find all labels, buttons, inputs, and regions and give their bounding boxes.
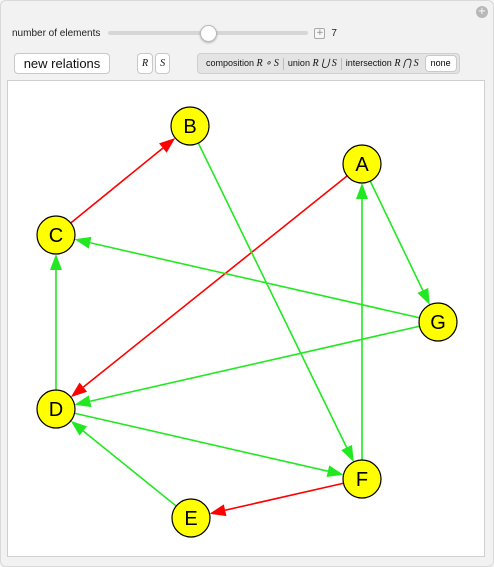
node-D: D	[36, 389, 76, 429]
composition-button[interactable]: composition R ∘ S	[202, 58, 283, 69]
edge-A-G	[369, 180, 430, 305]
operations-bar: composition R ∘ S union R ⋃ S intersecti…	[197, 53, 460, 74]
edge-line	[82, 430, 177, 507]
edge-A-D	[70, 175, 348, 398]
edge-arrowhead	[356, 183, 368, 199]
edge-F-A	[356, 183, 368, 460]
edge-D-C	[50, 254, 62, 390]
graph-canvas: A B C D E F G	[7, 80, 485, 557]
edge-arrowhead	[70, 420, 88, 436]
node-label: F	[356, 469, 368, 491]
edge-line	[74, 412, 329, 472]
slider-thumb[interactable]	[200, 25, 218, 42]
intersection-label: intersection	[345, 58, 392, 68]
node-circle	[36, 389, 76, 429]
edge-arrowhead	[50, 254, 62, 270]
node-circle	[418, 302, 458, 342]
slider-expand-icon[interactable]: +	[314, 27, 326, 39]
node-G: G	[418, 302, 458, 342]
node-label: G	[430, 312, 446, 334]
node-label: C	[49, 225, 63, 247]
slider-value: 7	[331, 27, 337, 39]
relation-s-button[interactable]: S	[155, 53, 171, 74]
none-button[interactable]: none	[424, 55, 457, 72]
node-E: E	[171, 498, 211, 538]
node-label: A	[355, 154, 369, 176]
node-circle	[171, 498, 211, 538]
intersection-expr: R ⋂ S	[394, 58, 419, 69]
edge-line	[369, 180, 424, 291]
relation-r-button[interactable]: R	[137, 53, 154, 74]
slider-label: number of elements	[12, 27, 101, 39]
elements-slider[interactable]	[108, 25, 309, 42]
edge-arrowhead	[70, 382, 88, 398]
edge-F-E	[209, 482, 344, 517]
edge-line	[70, 147, 164, 224]
union-button[interactable]: union R ⋃ S	[284, 58, 341, 69]
edge-line	[89, 325, 420, 403]
union-label: union	[287, 58, 310, 68]
edge-D-F	[74, 412, 344, 478]
node-circle	[36, 215, 76, 255]
edge-arrowhead	[417, 287, 430, 305]
edge-arrowhead	[74, 395, 92, 408]
intersection-button[interactable]: intersection R ⋂ S	[342, 58, 423, 69]
edge-G-C	[74, 236, 420, 319]
node-circle	[170, 106, 210, 146]
node-label: E	[184, 508, 197, 530]
slider-row: number of elements + 7	[12, 24, 337, 42]
relation-toggle-group: R S	[137, 53, 171, 74]
edge-line	[82, 175, 348, 388]
node-F: F	[342, 459, 382, 499]
edge-arrowhead	[74, 236, 92, 249]
edge-arrowhead	[159, 137, 176, 153]
edge-B-F	[197, 142, 354, 462]
edge-arrowhead	[341, 444, 354, 462]
edge-arrowhead	[326, 465, 344, 478]
node-circle	[342, 144, 382, 184]
divider	[282, 57, 284, 70]
node-B: B	[170, 106, 210, 146]
relation-s-label: S	[160, 58, 166, 69]
node-C: C	[36, 215, 76, 255]
new-relations-button[interactable]: new relations	[14, 53, 110, 74]
union-expr: R ⋃ S	[312, 58, 337, 69]
node-label: D	[49, 399, 63, 421]
node-circle	[342, 459, 382, 499]
relation-graph: A B C D E F G	[36, 106, 458, 538]
options-plus-icon[interactable]: +	[476, 6, 488, 18]
edge-line	[224, 482, 344, 511]
edge-arrowhead	[209, 504, 227, 517]
edge-line	[89, 241, 420, 319]
composition-label: composition	[206, 58, 255, 68]
composition-expr: R ∘ S	[256, 58, 279, 69]
node-label: B	[183, 116, 196, 138]
node-A: A	[342, 144, 382, 184]
edge-C-B	[70, 137, 176, 224]
edge-line	[197, 142, 348, 448]
relation-r-label: R	[142, 58, 149, 69]
edge-E-D	[70, 420, 177, 507]
divider	[340, 57, 342, 70]
edge-G-D	[74, 325, 420, 408]
